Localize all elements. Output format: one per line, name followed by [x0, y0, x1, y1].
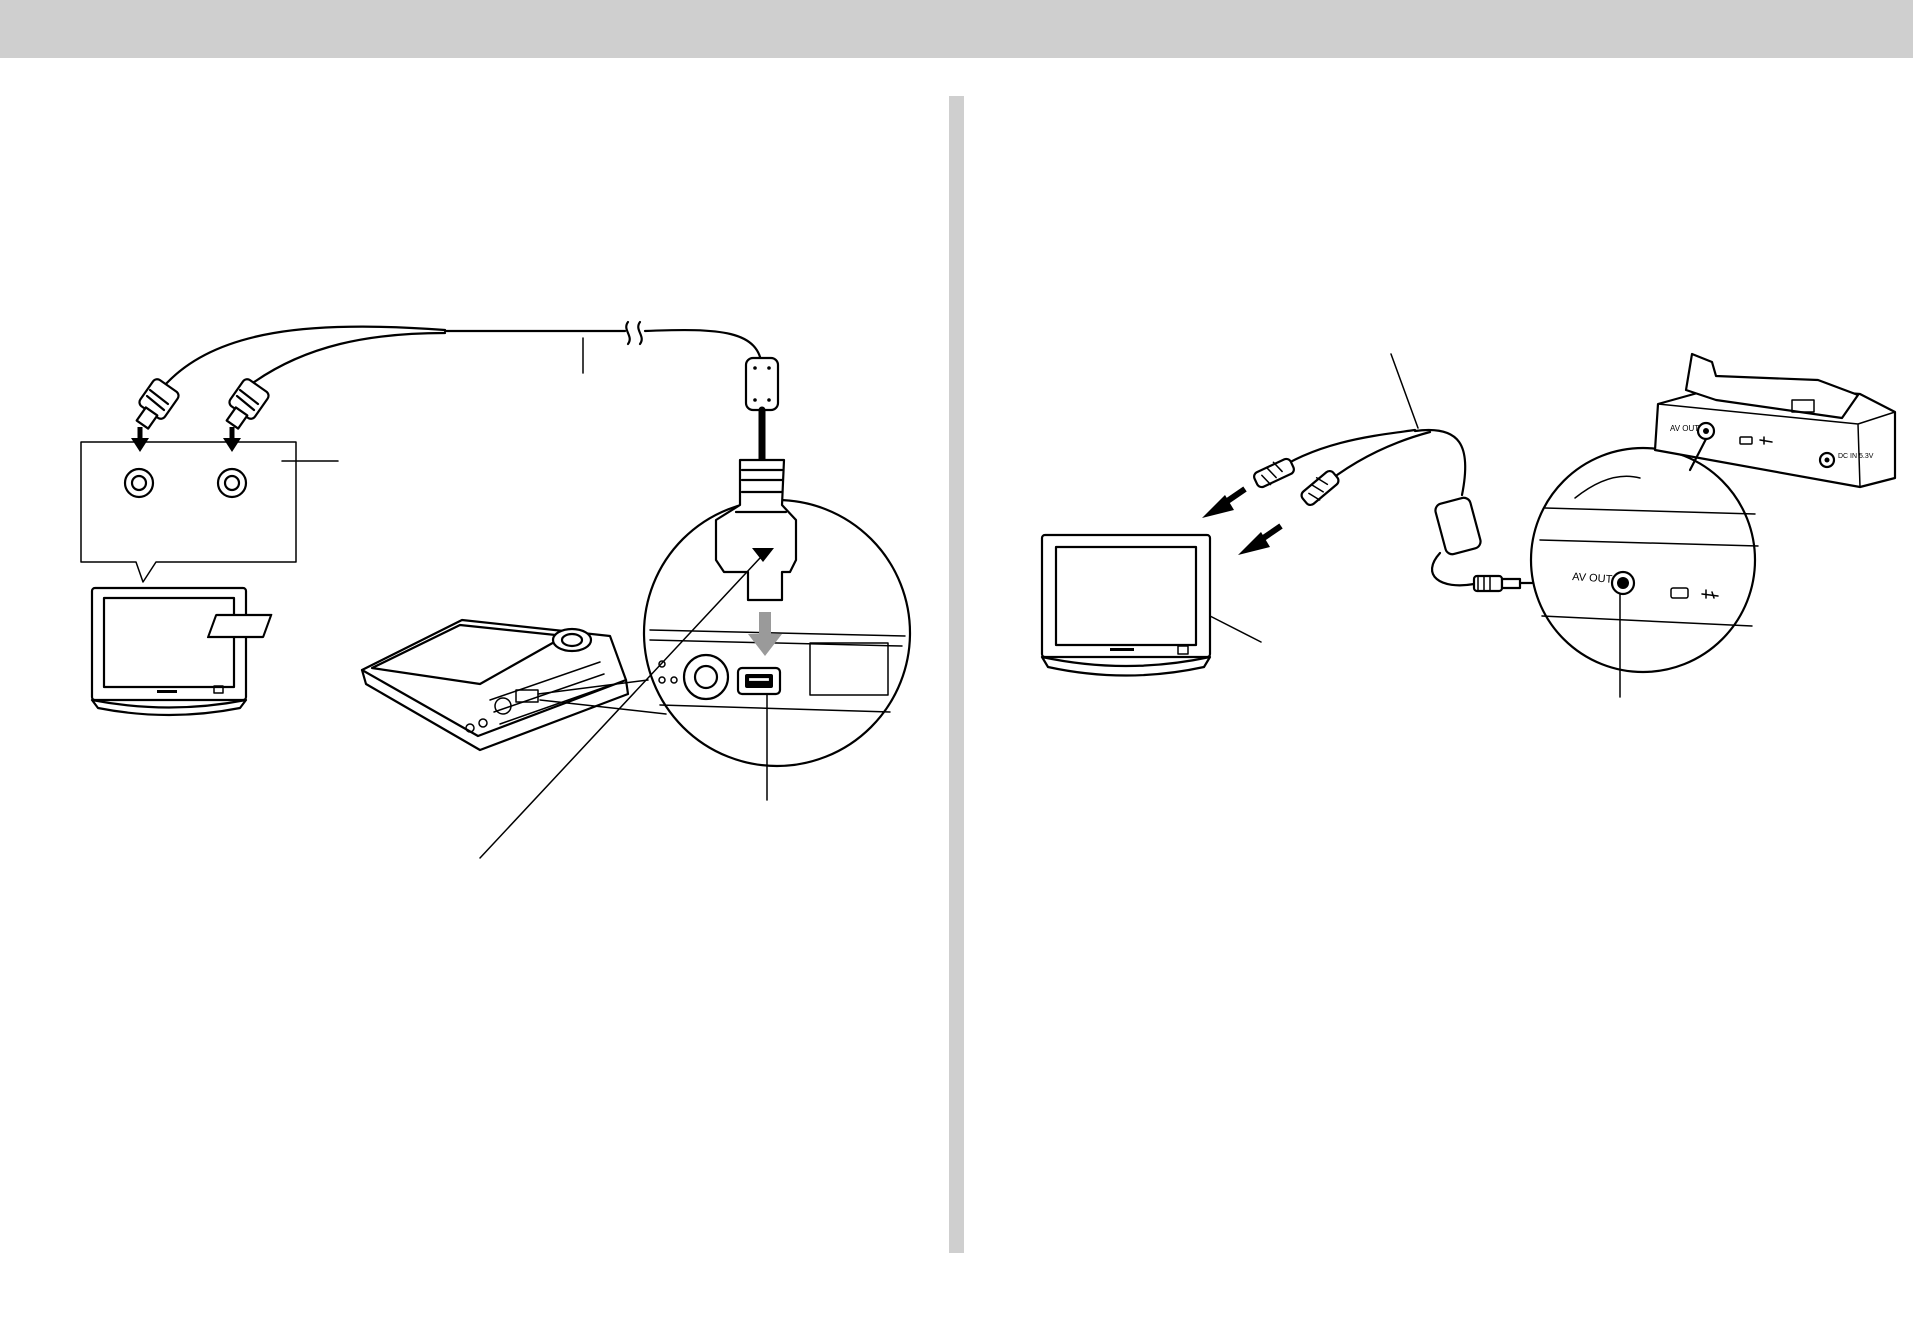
av-jack-panel-icon	[80, 441, 339, 583]
svg-text:DC IN 5.3V: DC IN 5.3V	[1838, 453, 1874, 460]
av-cable-icon	[135, 320, 780, 464]
tv-icon	[1040, 533, 1262, 677]
ferrite-core-icon	[1434, 496, 1482, 556]
header-bar	[0, 0, 1913, 58]
svg-text:AV OUT: AV OUT	[1572, 571, 1613, 586]
av-out-port-icon: AV OUT	[1529, 446, 1759, 698]
camera-to-tv-diagram	[80, 320, 912, 859]
rca-plug-left	[135, 378, 180, 430]
rca-plug-right	[225, 378, 270, 430]
av-cable-icon	[1253, 353, 1534, 593]
tv-icon	[90, 586, 248, 717]
camera-icon	[206, 613, 667, 752]
cradle-icon: AV OUT DC IN 5.3V	[1653, 352, 1897, 489]
column-divider	[949, 96, 964, 1253]
svg-text:AV OUT: AV OUT	[1670, 424, 1699, 433]
usb-av-port-icon	[479, 458, 912, 859]
